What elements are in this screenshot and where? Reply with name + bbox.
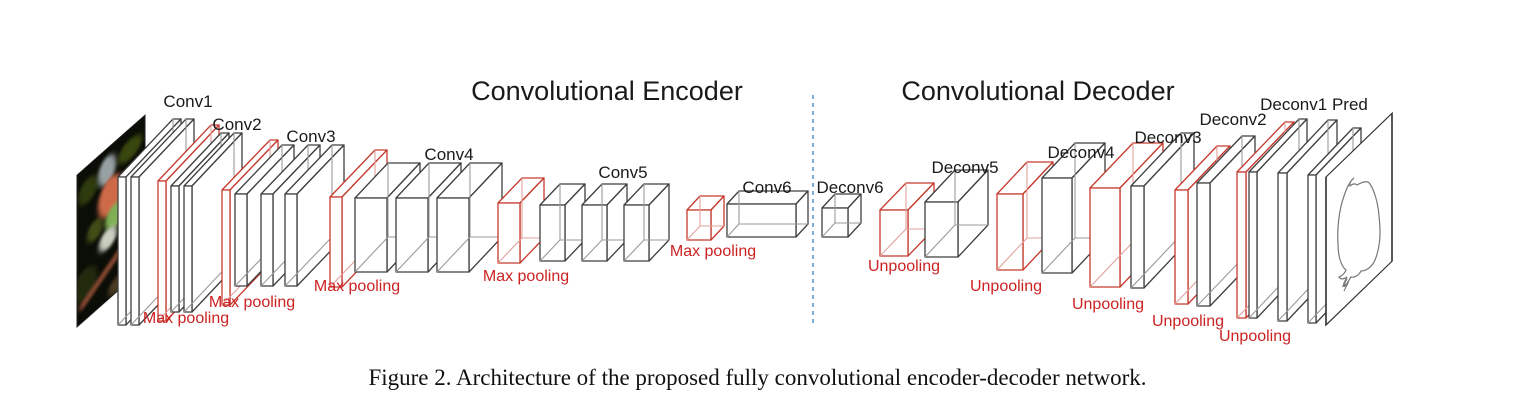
deconv5-label: Deconv5 [931, 158, 998, 177]
conv4-label: Conv4 [424, 145, 473, 164]
conv5-layer-1 [539, 183, 586, 262]
figure-caption: Figure 2. Architecture of the proposed f… [368, 365, 1147, 390]
max-pooling-label-5: Max pooling [670, 243, 756, 260]
deconv1-pred-label: Deconv1 Pred [1260, 95, 1368, 114]
deconv4-label: Deconv4 [1047, 143, 1114, 162]
conv5-layer-3 [623, 183, 670, 262]
conv6-box [726, 190, 809, 238]
conv2-label: Conv2 [212, 115, 261, 134]
unpooling-label-1: Unpooling [1219, 328, 1291, 345]
pool5-box [686, 195, 725, 241]
deconv5-box [924, 169, 989, 258]
architecture-diagram: Convolutional Encoder Convolutional Decod… [76, 76, 1393, 345]
conv3-label: Conv3 [286, 127, 335, 146]
deconv6-label: Deconv6 [816, 178, 883, 197]
max-pooling-label-3: Max pooling [314, 278, 400, 295]
max-pooling-label-1: Max pooling [143, 310, 229, 327]
unpooling-label-2: Unpooling [1152, 313, 1224, 330]
conv5-layer-2 [581, 183, 628, 262]
pool4-box [497, 177, 545, 264]
deconv2-label: Deconv2 [1199, 110, 1266, 129]
unpooling-label-5: Unpooling [868, 258, 940, 275]
predicted-contour [1337, 177, 1381, 292]
deconv3-label: Deconv3 [1134, 128, 1201, 147]
conv5-label: Conv5 [598, 163, 647, 182]
conv1-label: Conv1 [163, 92, 212, 111]
max-pooling-label-4: Max pooling [483, 268, 569, 285]
deconv6-box [821, 193, 862, 238]
deconv3-box [1130, 132, 1195, 289]
decoder-title: Convolutional Decoder [901, 76, 1174, 106]
max-pooling-label-2: Max pooling [209, 294, 295, 311]
unpooling-label-4: Unpooling [970, 278, 1042, 295]
unpooling-label-3: Unpooling [1072, 296, 1144, 313]
output-plane [1325, 111, 1393, 327]
conv6-label: Conv6 [742, 178, 791, 197]
conv3-layer-3 [284, 144, 345, 287]
encoder-title: Convolutional Encoder [471, 76, 743, 106]
conv4-layer-3 [436, 162, 503, 273]
